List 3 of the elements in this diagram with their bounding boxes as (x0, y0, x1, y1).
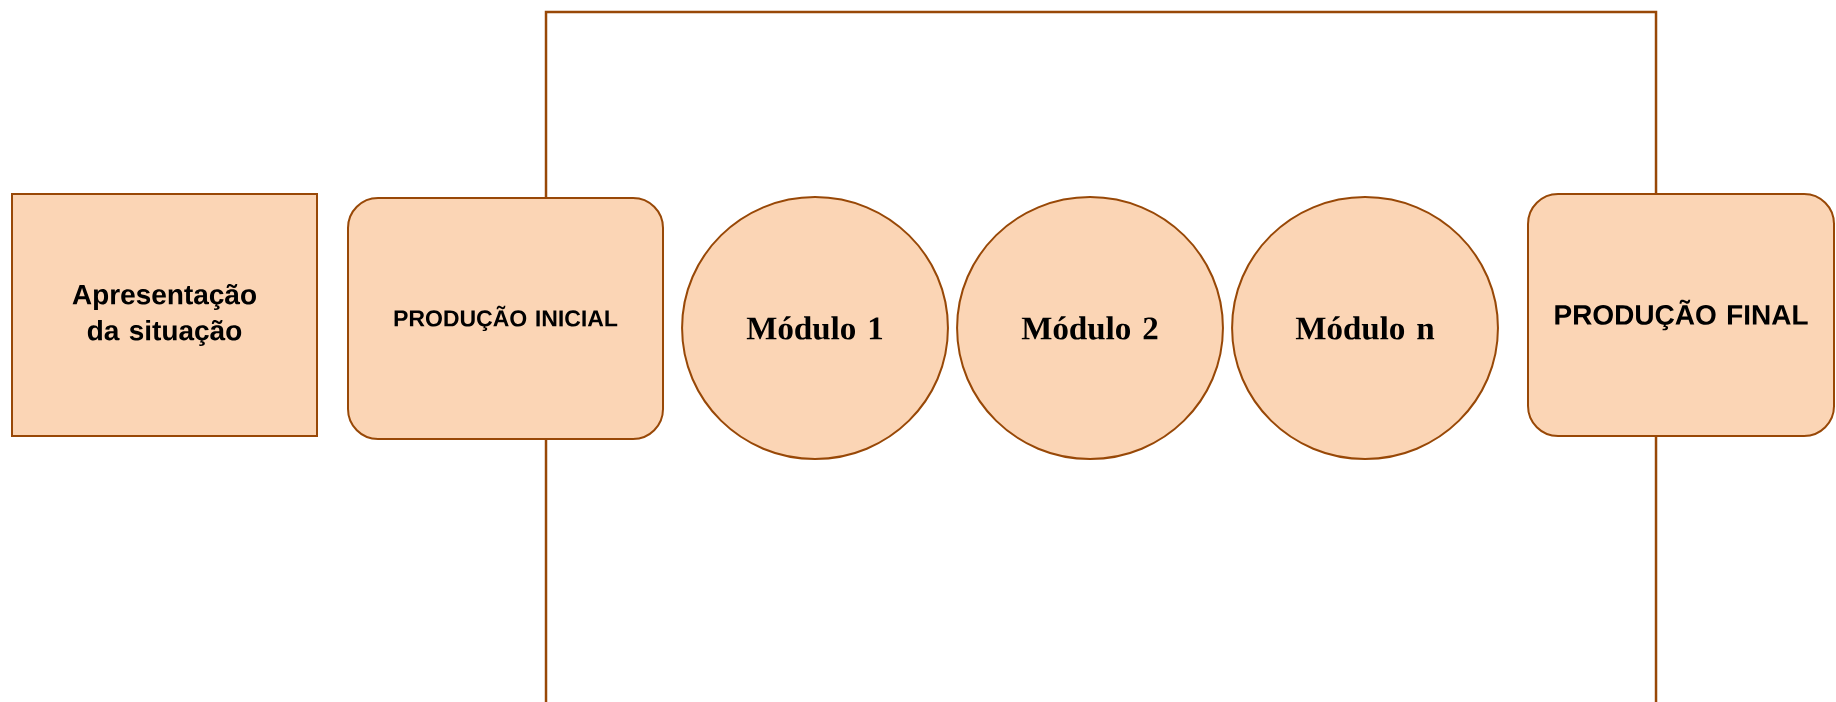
production-box: PRODUÇÃO FINAL (1527, 193, 1835, 437)
situation-box: Apresentação da situação (11, 193, 318, 437)
production-box: PRODUÇÃO INICIAL (347, 197, 664, 440)
